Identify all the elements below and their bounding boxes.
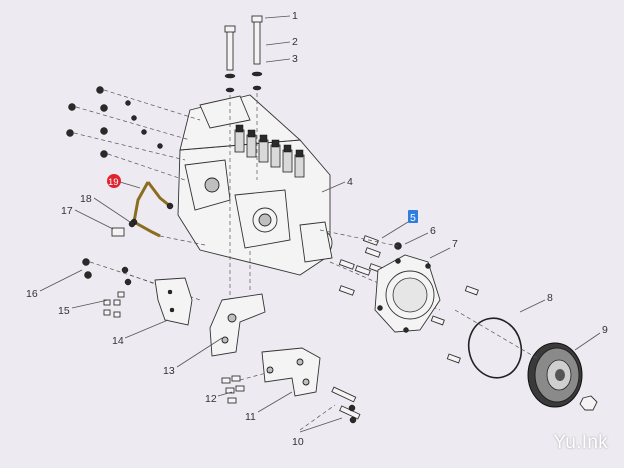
- callout-3: 3: [292, 53, 298, 65]
- callout-19: 19: [108, 177, 119, 188]
- callout-2: 2: [292, 36, 298, 48]
- drive-gear-9: [454, 309, 598, 411]
- callout-6: 6: [430, 225, 436, 237]
- bolts-1: [224, 15, 263, 300]
- callout-17: 17: [61, 205, 73, 217]
- bolts-10: [299, 386, 361, 431]
- callout-14: 14: [112, 335, 124, 347]
- watermark-text: Yu.Ink: [553, 432, 608, 453]
- right-studs: [430, 285, 479, 364]
- banjo-bolt: [111, 220, 136, 237]
- o-ring-8: [467, 317, 523, 379]
- callout-15: 15: [58, 305, 70, 317]
- callout-9: 9: [602, 324, 608, 336]
- callout-10: 10: [292, 436, 304, 448]
- left-nuts: [66, 86, 201, 181]
- callout-4: 4: [347, 176, 353, 188]
- callout-5: 5: [410, 212, 416, 224]
- injection-pump: [177, 94, 333, 276]
- callout-12: 12: [205, 393, 217, 405]
- adapter-flange-7: [374, 254, 441, 333]
- bracket-14: [154, 277, 193, 326]
- callout-1: 1: [292, 10, 298, 22]
- callout-16: 16: [26, 288, 38, 300]
- bracket-13: [209, 250, 266, 357]
- callout-11: 11: [245, 411, 256, 423]
- studs-5: [319, 229, 441, 311]
- leader-lines: [39, 15, 601, 433]
- callout-8: 8: [547, 292, 553, 304]
- bolts-12: [221, 371, 271, 404]
- callout-7: 7: [452, 238, 458, 250]
- callout-13: 13: [163, 365, 175, 377]
- callout-18: 18: [80, 193, 92, 205]
- bracket-11: [261, 347, 321, 397]
- callouts: 1 2 3 4 5 6 7 8 9 10 11 12 13 14 15 16 1…: [26, 10, 608, 448]
